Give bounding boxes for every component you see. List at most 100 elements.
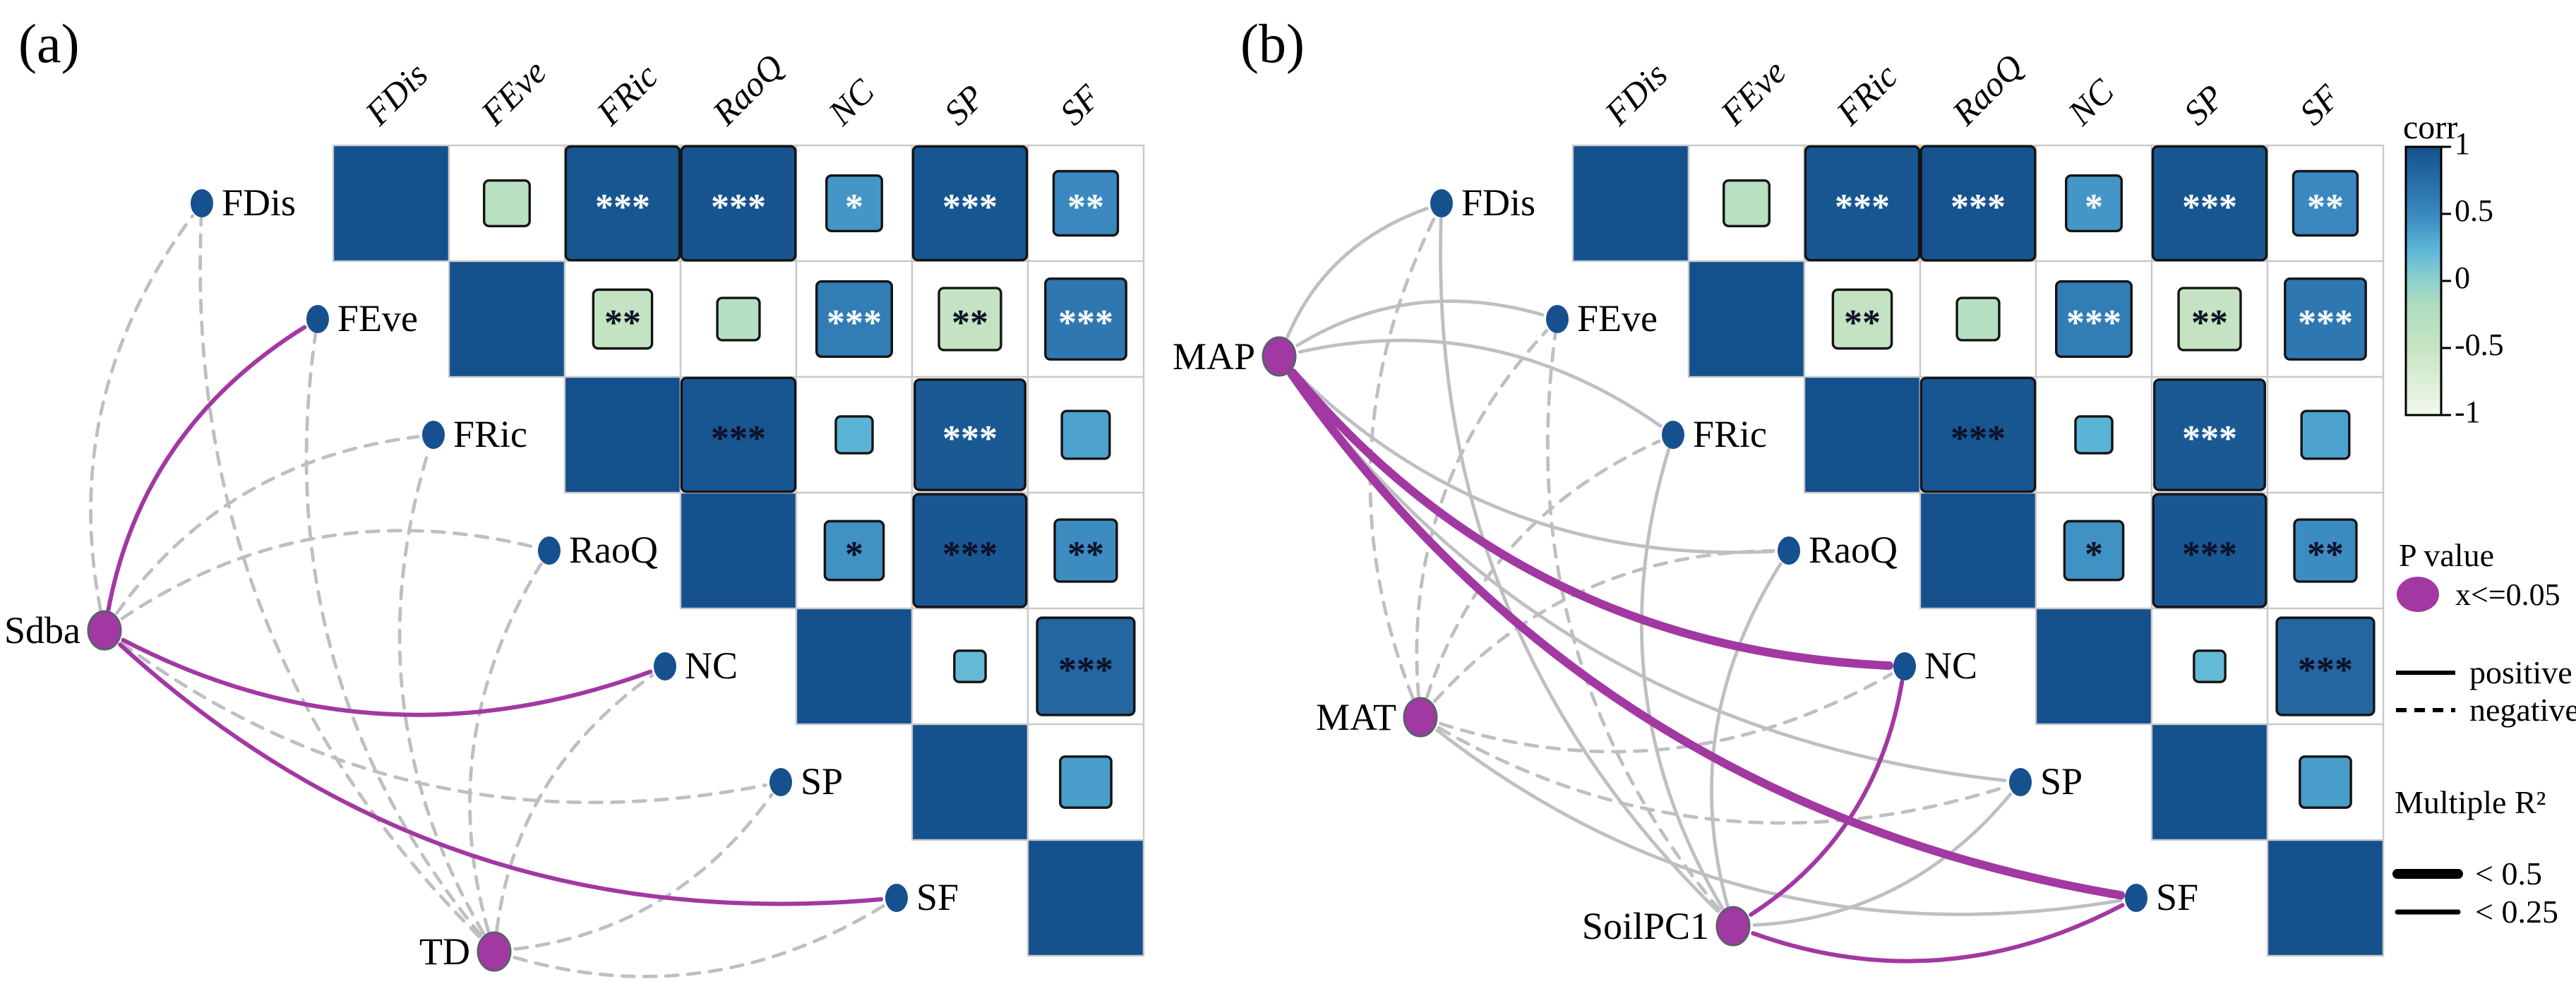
colorbar-title: corr bbox=[2403, 109, 2457, 146]
colorbar-tick-label: 0 bbox=[2455, 260, 2470, 295]
response-node-label: RaoQ bbox=[1809, 529, 1898, 571]
response-node-label: FDis bbox=[1461, 181, 1535, 224]
corr-square bbox=[2292, 169, 2359, 237]
column-header-fric: FRic bbox=[588, 56, 665, 133]
significance-stars: ** bbox=[2307, 534, 2344, 575]
colorbar-tick-label: -1 bbox=[2455, 395, 2481, 429]
corr-square bbox=[1052, 169, 1120, 237]
matrix-cell bbox=[2035, 607, 2153, 726]
corr-square bbox=[2193, 649, 2227, 683]
colorbar-tick-label: 0.5 bbox=[2455, 193, 2493, 228]
env-node-sdba bbox=[87, 610, 122, 651]
response-node-raoq bbox=[1778, 536, 1800, 565]
response-node-label: FRic bbox=[453, 413, 527, 455]
env-node-label: SoilPC1 bbox=[1582, 905, 1709, 947]
corr-square bbox=[2065, 174, 2123, 232]
response-node-fdis bbox=[1430, 189, 1453, 217]
response-node-label: SP bbox=[2040, 760, 2083, 803]
corr-square bbox=[2074, 415, 2114, 455]
response-node-sf bbox=[2125, 884, 2147, 912]
corr-square bbox=[1919, 145, 2037, 262]
response-node-label: SF bbox=[2156, 876, 2198, 918]
column-header-raoq: RaoQ bbox=[1943, 47, 2030, 133]
corr-square bbox=[2054, 280, 2133, 359]
panel-b-label: (b) bbox=[1240, 13, 1305, 74]
corr-square bbox=[483, 179, 531, 227]
corr-square bbox=[2275, 616, 2376, 716]
corr-square bbox=[937, 287, 1002, 352]
response-node-label: FDis bbox=[222, 181, 296, 224]
significance-stars: *** bbox=[595, 187, 650, 227]
response-node-feve bbox=[1546, 305, 1569, 333]
corr-square bbox=[815, 280, 893, 359]
corr-square bbox=[2299, 755, 2352, 809]
significance-stars: * bbox=[2085, 187, 2103, 227]
response-node-fric bbox=[1662, 421, 1684, 449]
edge-map-sp bbox=[1290, 371, 2007, 783]
edge-td-fric bbox=[397, 448, 486, 935]
column-header-nc: NC bbox=[2059, 71, 2121, 133]
colorbar-tick-label: 1 bbox=[2455, 126, 2470, 161]
response-node-sp bbox=[2009, 768, 2032, 796]
column-header-fdis: FDis bbox=[357, 54, 435, 133]
matrix-cell bbox=[679, 491, 798, 610]
pvalue-title: P value bbox=[2399, 537, 2494, 573]
edge-soilpc1-fdis bbox=[1439, 217, 1720, 913]
response-node-label: NC bbox=[1924, 644, 1977, 687]
edge-map-raoq bbox=[1292, 369, 1775, 554]
edge-sdba-sp bbox=[119, 641, 767, 805]
response-node-label: RaoQ bbox=[569, 529, 658, 571]
matrix-cell bbox=[2266, 839, 2385, 957]
response-node-raoq bbox=[538, 536, 561, 565]
significance-stars: ** bbox=[2191, 303, 2228, 343]
edge-soilpc1-nc bbox=[1749, 679, 1905, 917]
response-node-feve bbox=[306, 305, 329, 333]
panel-a-label: (a) bbox=[18, 13, 80, 74]
edge-soilpc1-feve bbox=[1546, 332, 1722, 912]
corr-square bbox=[834, 415, 874, 455]
corr-square bbox=[953, 649, 987, 683]
edge-td-sp bbox=[513, 793, 774, 951]
corr-square bbox=[564, 145, 681, 262]
edge-map-sf bbox=[1287, 369, 2126, 900]
edge-soilpc1-sp bbox=[1752, 792, 2013, 927]
significance-stars: *** bbox=[1951, 419, 2006, 459]
significance-stars: *** bbox=[942, 534, 998, 575]
significance-stars: *** bbox=[2182, 187, 2237, 227]
significance-stars: ** bbox=[1844, 303, 1881, 343]
env-node-label: TD bbox=[419, 930, 470, 973]
edge-soilpc1-raoq bbox=[1710, 562, 1783, 908]
corr-square bbox=[2284, 277, 2367, 361]
edge-map-fdis bbox=[1286, 206, 1429, 339]
env-node-label: MAT bbox=[1316, 696, 1396, 738]
column-header-feve: FEve bbox=[1712, 52, 1793, 133]
response-node-label: NC bbox=[685, 644, 738, 687]
significance-stars: *** bbox=[827, 303, 882, 343]
r2-thick-label: < 0.5 bbox=[2475, 856, 2542, 892]
corr-square bbox=[1955, 296, 2001, 342]
env-node-label: MAP bbox=[1173, 335, 1255, 378]
env-node-soilpc1 bbox=[1715, 906, 1751, 947]
matrix-cell bbox=[1919, 491, 2037, 610]
corr-square bbox=[1831, 288, 1893, 350]
matrix-cell bbox=[1026, 376, 1145, 494]
significance-stars: *** bbox=[942, 187, 998, 227]
pvalue-swatch-circle bbox=[2397, 577, 2439, 612]
significance-stars: *** bbox=[2298, 650, 2353, 690]
column-header-sp: SP bbox=[936, 77, 992, 133]
colorbar bbox=[2404, 145, 2443, 416]
matrix-cell bbox=[2150, 723, 2269, 841]
column-header-feve: FEve bbox=[472, 52, 553, 133]
matrix-cell bbox=[679, 260, 798, 378]
significance-stars: * bbox=[845, 187, 863, 227]
matrix-cell bbox=[1571, 144, 1690, 263]
column-header-fdis: FDis bbox=[1596, 54, 1675, 133]
env-node-map bbox=[1262, 336, 1297, 377]
significance-stars: *** bbox=[2298, 303, 2353, 343]
significance-stars: *** bbox=[711, 419, 766, 459]
negative-label: negative bbox=[2469, 692, 2576, 728]
edge-sdba-nc bbox=[121, 637, 653, 717]
r2-thin-label: < 0.25 bbox=[2475, 894, 2558, 930]
corr-square bbox=[1060, 409, 1111, 460]
edge-sdba-feve bbox=[106, 325, 307, 612]
